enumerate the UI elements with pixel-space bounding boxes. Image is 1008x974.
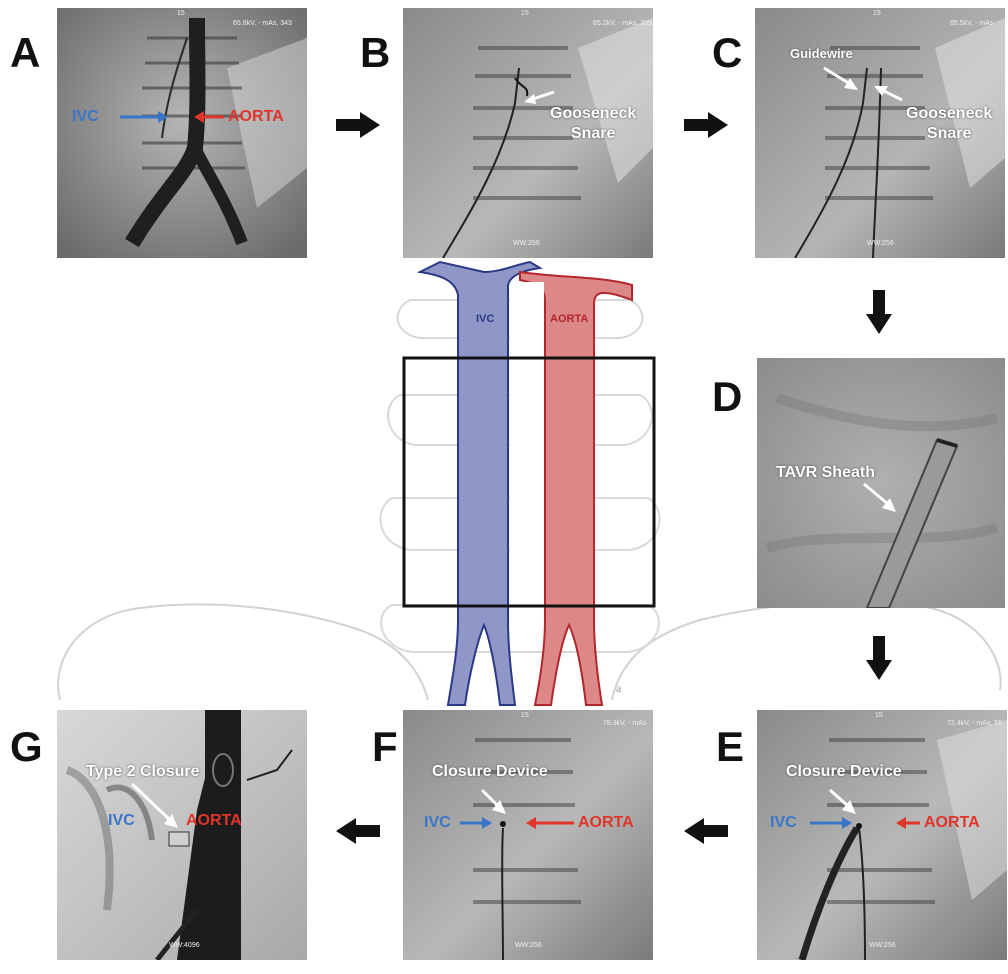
panel-e-closure-label: Closure Device xyxy=(786,763,902,780)
panel-c-guidewire-label: Guidewire xyxy=(790,46,853,61)
panel-letter-g: G xyxy=(10,723,43,770)
panel-f-image: 15 78.3kV, - mAs WW:256 xyxy=(403,710,653,960)
panel-g-closure-label: Type 2 Closure xyxy=(86,763,200,780)
panel-b-image: 15 65.2kV, - mAs, 335 WW:256 xyxy=(403,8,653,258)
panel-d-pointer xyxy=(863,482,896,512)
ivc-vessel xyxy=(416,260,543,706)
panel-g-fluoro xyxy=(57,710,307,960)
panel-e-vessel-arrows xyxy=(810,817,920,829)
panel-a-fluoro xyxy=(57,8,307,258)
panel-g-pointer xyxy=(130,782,178,828)
snare-pointer-arrow-icon xyxy=(524,90,555,104)
schematic-ivc-label: IVC xyxy=(476,313,495,325)
pelvis-outline-right xyxy=(611,600,1002,701)
panel-e-image: 15 72.4kV, - mAs, 56 WW:256 xyxy=(757,710,1007,960)
down-arrow-icon xyxy=(866,636,892,680)
flow-arrow-e-to-f xyxy=(684,818,728,844)
panel-f-pointer xyxy=(480,788,506,814)
ivc-arrow-icon xyxy=(120,111,168,123)
vessel-gap xyxy=(510,282,544,612)
panel-e-top-text: 15 xyxy=(875,712,883,719)
panel-c-image: 15 65.5kV, - mAs WW:256 xyxy=(755,8,1005,258)
panel-d-fluoro xyxy=(757,358,1005,608)
guidewire-pointer-arrow-icon xyxy=(823,66,858,90)
snare-pointer-arrow-icon xyxy=(874,86,903,102)
pelvis-outline-left xyxy=(57,603,429,701)
panel-f-info-text: 78.3kV, - mAs xyxy=(603,720,647,727)
panel-c-pointers xyxy=(823,66,903,102)
panel-a-image: 15 65.8kV, - mAs, 343 xyxy=(57,8,307,258)
schematic-aorta-label: AORTA xyxy=(550,313,589,325)
panel-a-info-text: 65.8kV, - mAs, 343 xyxy=(233,20,292,27)
panel-d-sheath-label: TAVR Sheath xyxy=(776,464,875,481)
aorta-vessel xyxy=(519,270,633,706)
panel-a-ivc-label: IVC xyxy=(72,108,99,125)
aorta-arrow-icon xyxy=(526,817,574,829)
panel-g-bottom-text: WW:4096 xyxy=(169,942,200,949)
panel-f-bottom-text: WW:256 xyxy=(515,942,542,949)
panel-e-ivc-label: IVC xyxy=(770,814,797,831)
panel-f-aorta-label: AORTA xyxy=(578,814,634,831)
left-arrow-icon xyxy=(684,818,728,844)
ivc-arrow-icon xyxy=(460,817,492,829)
panel-g-ivc-label: IVC xyxy=(108,812,135,829)
aorta-arrow-icon xyxy=(194,111,224,123)
ivc-arrow-icon xyxy=(810,817,852,829)
panel-g-image: WW:4096 xyxy=(57,710,307,960)
inset-box xyxy=(402,356,656,608)
panel-a-aorta-label: AORTA xyxy=(228,108,284,125)
aorta-arrow-icon xyxy=(896,817,920,829)
panel-e-fluoro xyxy=(757,710,1007,960)
right-arrow-icon xyxy=(336,112,380,138)
panel-f-top-text: 15 xyxy=(521,712,529,719)
flow-arrow-b-to-c xyxy=(684,112,728,138)
panel-g-aorta-label: AORTA xyxy=(186,812,242,829)
spine-outline xyxy=(379,299,661,653)
panel-b-pointer xyxy=(524,90,555,104)
flow-arrow-c-to-d xyxy=(866,290,892,334)
signature-mark: a xyxy=(616,681,622,695)
panel-c-bottom-text: WW:256 xyxy=(867,240,894,247)
panel-f-vessel-arrows xyxy=(460,817,574,829)
panel-letter-e: E xyxy=(716,723,745,770)
panel-e-pointer xyxy=(829,788,856,814)
panel-a-top-text: 15 xyxy=(177,10,185,17)
panel-f-ivc-label: IVC xyxy=(424,814,451,831)
closure-pointer-arrow-icon xyxy=(480,788,506,814)
panel-f-fluoro xyxy=(403,710,653,960)
panel-e-bottom-text: WW:256 xyxy=(869,942,896,949)
right-arrow-icon xyxy=(684,112,728,138)
panel-b-bottom-text: WW:256 xyxy=(513,240,540,247)
closure-pointer-arrow-icon xyxy=(829,788,856,814)
panel-letter-f: F xyxy=(372,723,398,770)
panel-f-closure-label: Closure Device xyxy=(432,763,548,780)
panel-a-arrows xyxy=(120,111,224,123)
panel-letter-d: D xyxy=(712,373,743,420)
panel-b-top-text: 15 xyxy=(521,10,529,17)
panel-d-image xyxy=(757,358,1005,608)
panel-c-info-text: 65.5kV, - mAs xyxy=(950,20,994,27)
panel-c-top-text: 15 xyxy=(873,10,881,17)
left-arrow-icon xyxy=(336,818,380,844)
flow-arrow-a-to-b xyxy=(336,112,380,138)
flow-arrow-f-to-g xyxy=(336,818,380,844)
panel-c-fluoro xyxy=(755,8,1005,258)
down-arrow-icon xyxy=(866,290,892,334)
panel-letter-c: C xyxy=(712,29,743,76)
panel-c-snare-label: Gooseneck Snare xyxy=(906,105,993,142)
panel-b-snare-label: Gooseneck Snare xyxy=(550,105,637,142)
flow-arrow-d-to-e xyxy=(866,636,892,680)
sheath-pointer-arrow-icon xyxy=(863,482,896,512)
panel-b-info-text: 65.2kV, - mAs, 335 xyxy=(593,20,652,27)
panel-e-info-text: 72.4kV, - mAs, 56 xyxy=(947,720,1002,727)
panel-letter-b: B xyxy=(360,29,391,76)
panel-letter-a: A xyxy=(10,29,41,76)
panel-b-fluoro xyxy=(403,8,653,258)
closure-pointer-arrow-icon xyxy=(130,782,178,828)
panel-e-aorta-label: AORTA xyxy=(924,814,980,831)
